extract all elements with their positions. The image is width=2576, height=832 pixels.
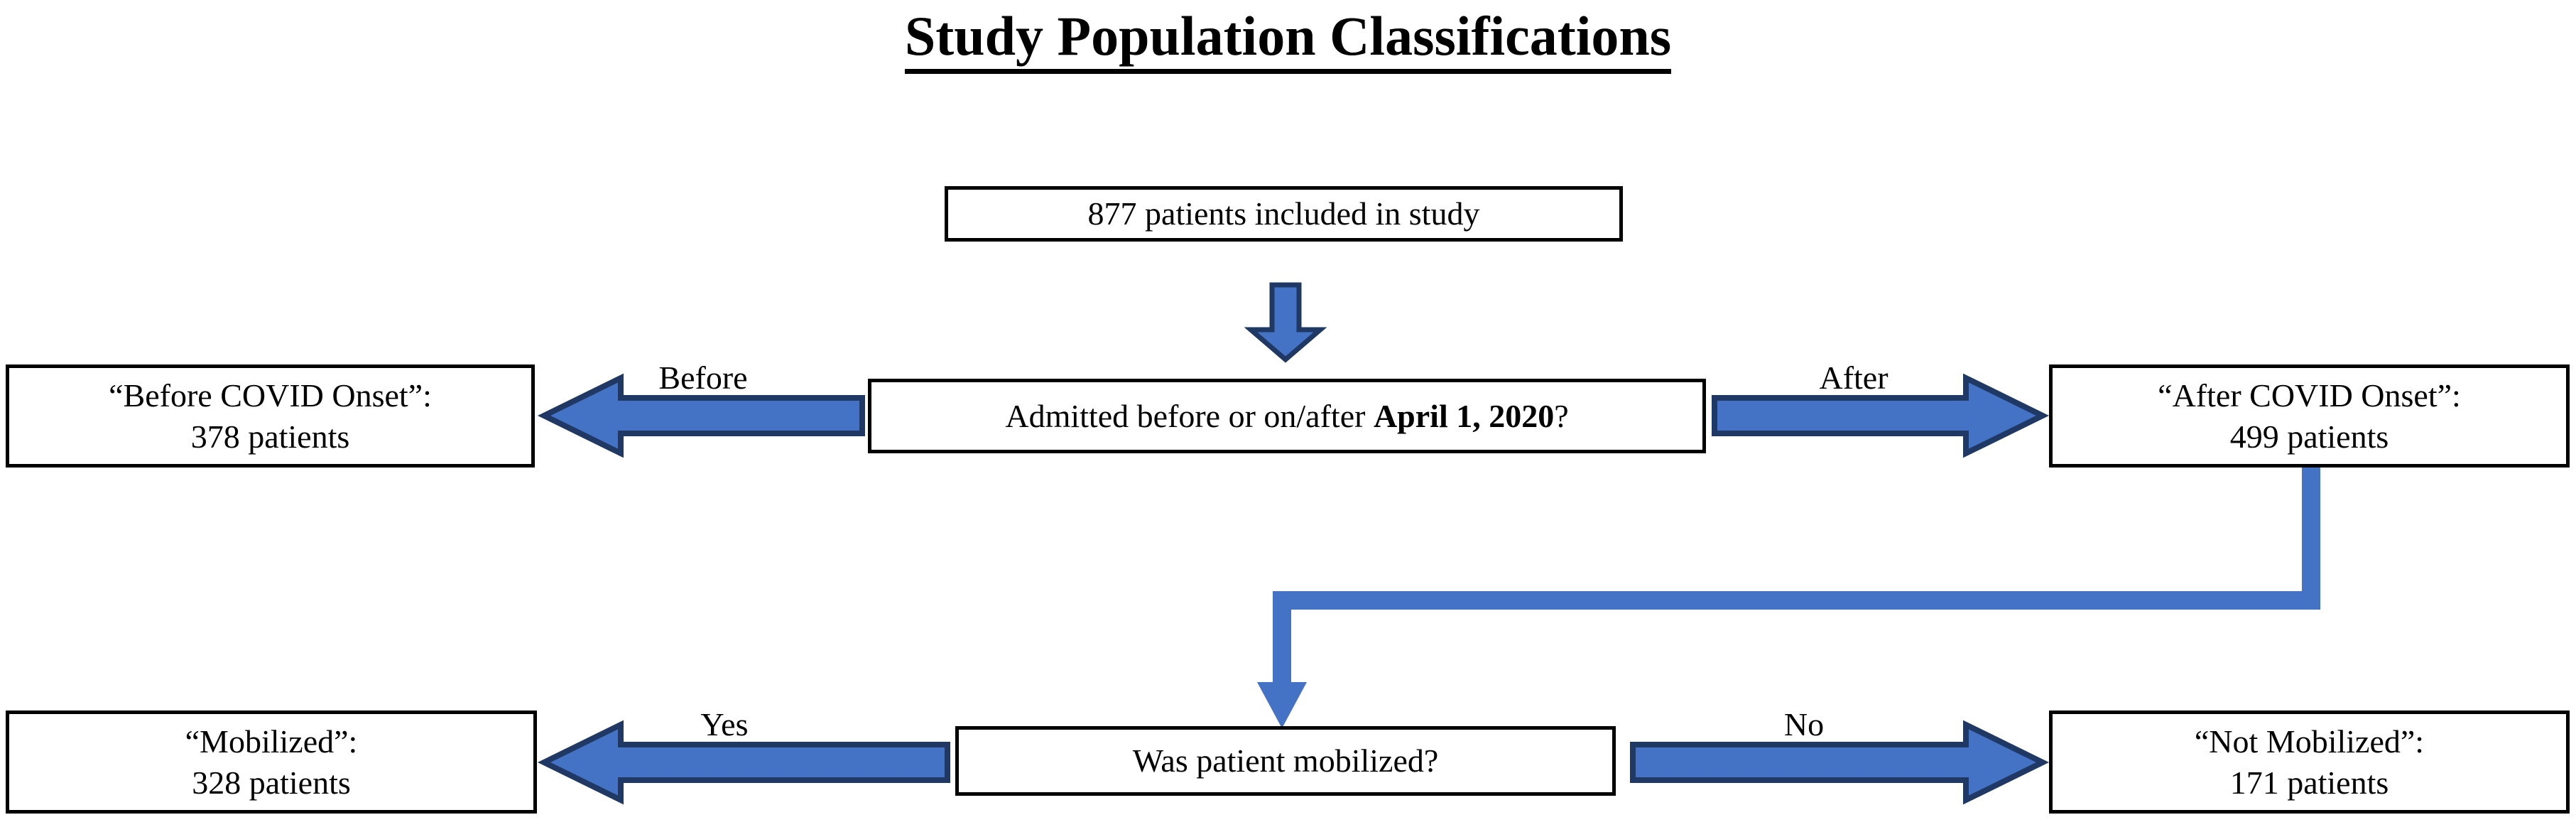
page-title: Study Population Classifications <box>0 4 2576 74</box>
arrow-decision-admit-to-before-covid <box>537 373 865 458</box>
connector-after-covid-to-decision-mobilized <box>1257 465 2330 735</box>
node-before-covid-line1: “Before COVID Onset”: <box>109 377 432 414</box>
node-mobilized-line1: “Mobilized”: <box>185 723 358 760</box>
node-decision-mobilized-label: Was patient mobilized? <box>1132 742 1439 779</box>
arrow-decision-mobilized-to-not-mobilized <box>1630 720 2050 805</box>
node-root-box: 877 patients included in study <box>945 186 1623 242</box>
edge-label-before: Before <box>658 360 748 396</box>
arrow-decision-mobilized-to-mobilized <box>537 720 950 805</box>
node-decision-mobilized-box: Was patient mobilized? <box>955 726 1616 796</box>
node-after-covid-box: “After COVID Onset”: 499 patients <box>2049 364 2570 468</box>
decision-admit-suffix: ? <box>1554 397 1569 434</box>
arrow-decision-admit-to-after-covid <box>1712 373 2050 458</box>
edge-label-no: No <box>1783 706 1825 742</box>
node-not-mobilized-box: “Not Mobilized”: 171 patients <box>2049 711 2570 814</box>
node-before-covid-box: “Before COVID Onset”: 378 patients <box>6 364 535 468</box>
arrow-root-to-decision-admit <box>1244 282 1327 363</box>
decision-admit-emphasis: April 1, 2020 <box>1373 397 1555 434</box>
decision-admit-prefix: Admitted before or on/after <box>1005 397 1374 434</box>
node-mobilized-line2: 328 patients <box>192 764 351 801</box>
node-not-mobilized-line1: “Not Mobilized”: <box>2194 723 2425 760</box>
node-root-label: 877 patients included in study <box>1087 195 1480 232</box>
node-decision-admit-label: Admitted before or on/after April 1, 202… <box>871 396 1702 437</box>
edge-label-yes: Yes <box>700 706 749 742</box>
node-decision-admit-box: Admitted before or on/after April 1, 202… <box>868 379 1706 453</box>
node-after-covid-line1: “After COVID Onset”: <box>2158 377 2461 414</box>
node-mobilized-box: “Mobilized”: 328 patients <box>6 711 537 814</box>
edge-label-after: After <box>1819 360 1888 396</box>
node-before-covid-line2: 378 patients <box>190 418 350 455</box>
page-title-text: Study Population Classifications <box>904 5 1672 74</box>
node-after-covid-line2: 499 patients <box>2229 418 2389 455</box>
node-not-mobilized-line2: 171 patients <box>2229 764 2389 801</box>
